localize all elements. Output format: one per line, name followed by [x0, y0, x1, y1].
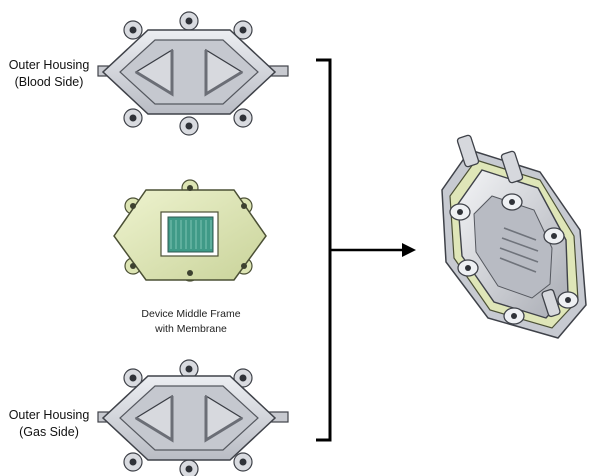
label-gas-side-line2: (Gas Side) — [19, 425, 79, 439]
label-middle-frame-line1: Device Middle Frame — [141, 308, 241, 320]
bracket-icon — [316, 58, 332, 442]
label-blood-side: Outer Housing (Blood Side) — [2, 57, 96, 91]
outer-housing-gas-side — [97, 359, 289, 476]
assembled-device — [441, 134, 587, 339]
device-middle-frame — [113, 179, 267, 282]
label-middle-frame: Device Middle Frame with Membrane — [128, 307, 254, 337]
label-gas-side-line1: Outer Housing — [8, 408, 90, 422]
label-blood-side-line2: (Blood Side) — [14, 75, 84, 89]
outer-housing-blood-side — [97, 11, 289, 136]
label-middle-frame-line2: with Membrane — [155, 323, 227, 335]
label-blood-side-line1: Outer Housing — [8, 58, 90, 72]
right-arrow-icon — [330, 243, 416, 257]
label-gas-side: Outer Housing (Gas Side) — [2, 407, 96, 441]
